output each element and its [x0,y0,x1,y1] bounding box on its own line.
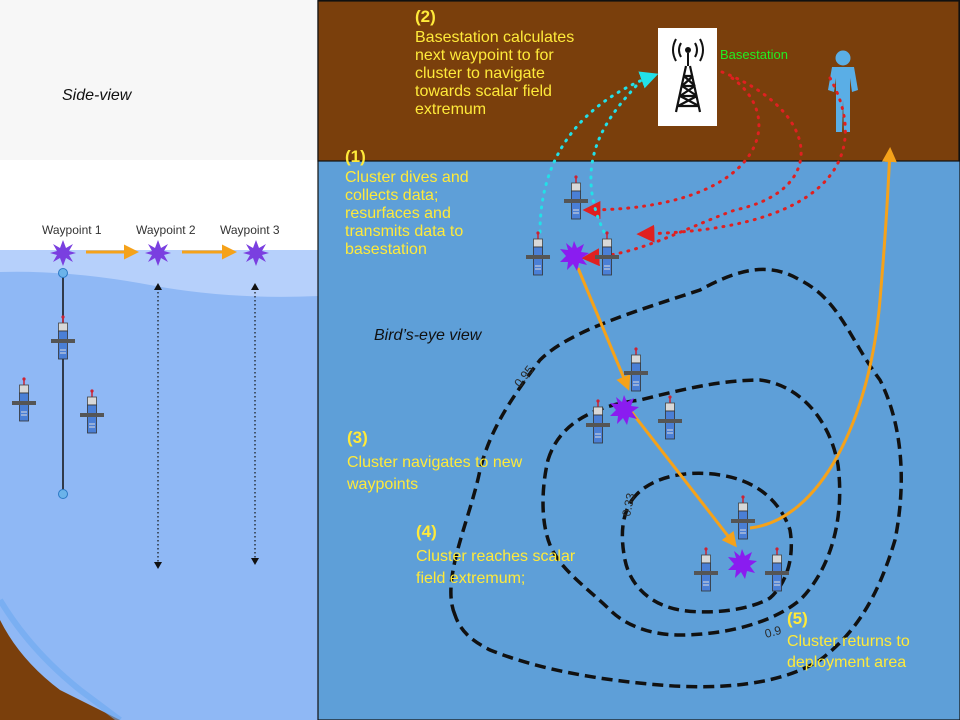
signal-arrow-cyan [538,71,659,234]
svg-text:Cluster navigates to new: Cluster navigates to new [347,454,523,471]
radio-tower-icon [658,28,717,126]
step-1-text: (1) Cluster dives and collects data; res… [345,147,469,258]
signal-arrow-red [581,70,803,267]
svg-text:Cluster returns to: Cluster returns to [787,633,910,650]
seafloor [0,620,120,720]
svg-text:cluster to navigate: cluster to navigate [415,65,545,82]
svg-text:deployment area: deployment area [787,654,906,671]
person-icon [828,50,858,132]
svg-text:(2): (2) [415,7,436,26]
surface-marker [58,268,68,278]
svg-text:extremum: extremum [415,101,486,118]
contour-label: 0.33 [619,492,638,518]
navigation-arrow [628,409,737,548]
contour-inner [620,471,793,614]
svg-text:field extremum;: field extremum; [416,570,525,587]
step-5-text: (5) Cluster returns to deployment area [787,609,910,671]
svg-text:Cluster dives and: Cluster dives and [345,169,469,186]
svg-text:(5): (5) [787,609,808,628]
svg-text:basestation: basestation [345,241,427,258]
contour-middle [541,378,842,637]
waypoint-1-label: Waypoint 1 [42,223,102,237]
svg-text:(4): (4) [416,522,437,541]
svg-text:Cluster reaches scalar: Cluster reaches scalar [416,548,576,565]
side-view-title: Side-view [62,87,133,104]
step-4-text: (4) Cluster reaches scalar field extremu… [416,522,576,587]
contour-label: 0.9 [763,623,783,641]
signal-arrow-cyan [589,84,638,234]
svg-text:Basestation calculates: Basestation calculates [415,29,574,46]
svg-text:resurfaces and: resurfaces and [345,205,451,222]
contour-outer [449,267,903,689]
svg-text:transmits data to: transmits data to [345,223,463,240]
svg-text:(3): (3) [347,428,368,447]
signal-arrow-red [582,76,761,219]
birds-eye-panel: 0.95 0.33 0.9 Bird’s-eye view Basestatio… [317,0,960,720]
birds-eye-title: Bird’s-eye view [374,327,483,344]
svg-text:collects data;: collects data; [345,187,438,204]
signal-arrow-red [636,76,847,243]
side-view-panel: Side-view Waypoint 1 Waypoint 2 Waypoint… [0,0,318,720]
svg-text:(1): (1) [345,147,366,166]
svg-text:waypoints: waypoints [346,476,418,493]
basestation-label: Basestation [720,47,788,62]
waypoint-3-label: Waypoint 3 [220,223,280,237]
return-arrow [749,147,897,530]
step-3-text: (3) Cluster navigates to new waypoints [346,428,523,493]
navigation-arrow [576,267,631,391]
svg-text:towards scalar field: towards scalar field [415,83,552,100]
step-2-text: (2) Basestation calculates next waypoint… [415,7,574,118]
depth-marker [58,489,68,499]
svg-text:next waypoint to for: next waypoint to for [415,47,554,64]
waypoint-2-label: Waypoint 2 [136,223,196,237]
